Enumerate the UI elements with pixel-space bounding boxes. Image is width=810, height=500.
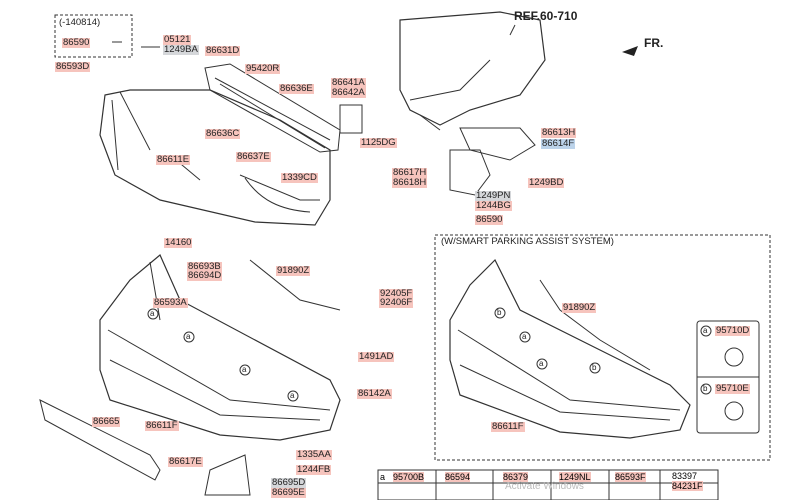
ref-label: REF.60-710 — [514, 9, 578, 23]
table-86593f[interactable]: 86593F — [615, 472, 646, 482]
part-86637e[interactable]: 86637E — [236, 151, 271, 162]
part-86611f-right[interactable]: 86611F — [491, 421, 525, 432]
table-86379[interactable]: 86379 — [503, 472, 529, 482]
part-1249bd[interactable]: 1249BD — [528, 177, 565, 188]
sensor-d-icon — [724, 347, 744, 367]
part-1335aa[interactable]: 1335AA — [296, 449, 332, 460]
stay-bracket — [339, 104, 363, 134]
smart-parking-box — [434, 234, 771, 461]
part-86695e[interactable]: 86695E — [271, 487, 306, 498]
table-83397[interactable]: 83397 — [672, 471, 698, 481]
legend-callout-a: a — [703, 326, 708, 335]
part-86593a[interactable]: 86593A — [153, 297, 188, 308]
part-86636c[interactable]: 86636C — [205, 128, 241, 139]
callout-b: b — [497, 308, 502, 317]
part-1125dg[interactable]: 1125DG — [360, 137, 397, 148]
part-86613h[interactable]: 86613H — [541, 127, 577, 138]
part-92405f[interactable]: 92405F — [379, 288, 414, 299]
callout-a: a — [186, 332, 191, 341]
part-91890z-right[interactable]: 91890Z — [562, 302, 597, 313]
callout-a: a — [290, 391, 295, 400]
part-91890z-left[interactable]: 91890Z — [276, 265, 311, 276]
table-marker: a — [380, 472, 386, 482]
part-86665[interactable]: 86665 — [92, 416, 121, 427]
early-production-box — [54, 14, 133, 58]
side-absorber — [449, 149, 491, 196]
bumper-cover-lower — [99, 254, 341, 441]
lower-piece — [204, 454, 251, 496]
date-code-label: (-140814) — [59, 17, 101, 28]
part-86590-mid[interactable]: 86590 — [475, 214, 504, 225]
part-86611e[interactable]: 86611E — [156, 154, 191, 165]
table-95700b[interactable]: 95700B — [393, 472, 425, 482]
front-label: FR. — [644, 36, 664, 50]
part-1339cd[interactable]: 1339CD — [281, 172, 318, 183]
part-86642a[interactable]: 86642A — [331, 87, 366, 98]
part-86631d[interactable]: 86631D — [205, 45, 241, 56]
part-95710d[interactable]: 95710D — [715, 325, 751, 336]
part-05121[interactable]: 05121 — [163, 34, 192, 45]
part-86695d[interactable]: 86695D — [271, 477, 307, 488]
part-86617e[interactable]: 86617E — [168, 456, 203, 467]
part-86142a[interactable]: 86142A — [357, 388, 392, 399]
callout-a: a — [539, 359, 544, 368]
part-1244bg[interactable]: 1244BG — [475, 200, 512, 211]
part-95710e[interactable]: 95710E — [715, 383, 750, 394]
lower-strip — [39, 399, 161, 481]
part-1249pn[interactable]: 1249PN — [475, 190, 512, 201]
part-86614f[interactable]: 86614F — [541, 138, 576, 149]
part-14160[interactable]: 14160 — [164, 237, 193, 248]
part-86617h[interactable]: 86617H — [392, 167, 428, 178]
spa-title: (W/SMART PARKING ASSIST SYSTEM) — [441, 236, 614, 247]
table-86594[interactable]: 86594 — [445, 472, 471, 482]
callout-a: a — [242, 365, 247, 374]
part-86636e[interactable]: 86636E — [279, 83, 314, 94]
part-86694d[interactable]: 86694D — [187, 270, 223, 281]
part-1491ad[interactable]: 1491AD — [358, 351, 395, 362]
part-86593d[interactable]: 86593D — [55, 61, 91, 72]
part-92406f[interactable]: 92406F — [379, 297, 414, 308]
part-86693b[interactable]: 86693B — [187, 261, 222, 272]
rear-beam — [204, 63, 341, 153]
part-86641a[interactable]: 86641A — [331, 77, 366, 88]
callout-circle — [147, 308, 159, 320]
part-95420r[interactable]: 95420R — [245, 63, 281, 74]
side-bracket — [459, 127, 536, 161]
part-1249ba[interactable]: 1249BA — [163, 44, 199, 55]
callout-b: b — [592, 363, 597, 372]
part-86618h[interactable]: 86618H — [392, 177, 428, 188]
table-84231f[interactable]: 84231F — [672, 481, 703, 491]
callout-a: a — [522, 332, 527, 341]
activation-watermark: Activate Windows — [505, 481, 584, 492]
part-86611f-left[interactable]: 86611F — [145, 420, 179, 431]
legend-callout-b: b — [703, 384, 708, 393]
table-1249nl[interactable]: 1249NL — [559, 472, 591, 482]
part-1244fb[interactable]: 1244FB — [296, 464, 332, 475]
front-arrow-icon — [622, 46, 638, 56]
bumper-cover-spa — [449, 258, 691, 439]
sensor-e-icon — [724, 401, 744, 421]
part-86590-top[interactable]: 86590 — [62, 37, 91, 48]
bumper-cover-upper — [99, 89, 331, 226]
callout-a: a — [150, 309, 155, 318]
body-panel — [399, 11, 546, 126]
